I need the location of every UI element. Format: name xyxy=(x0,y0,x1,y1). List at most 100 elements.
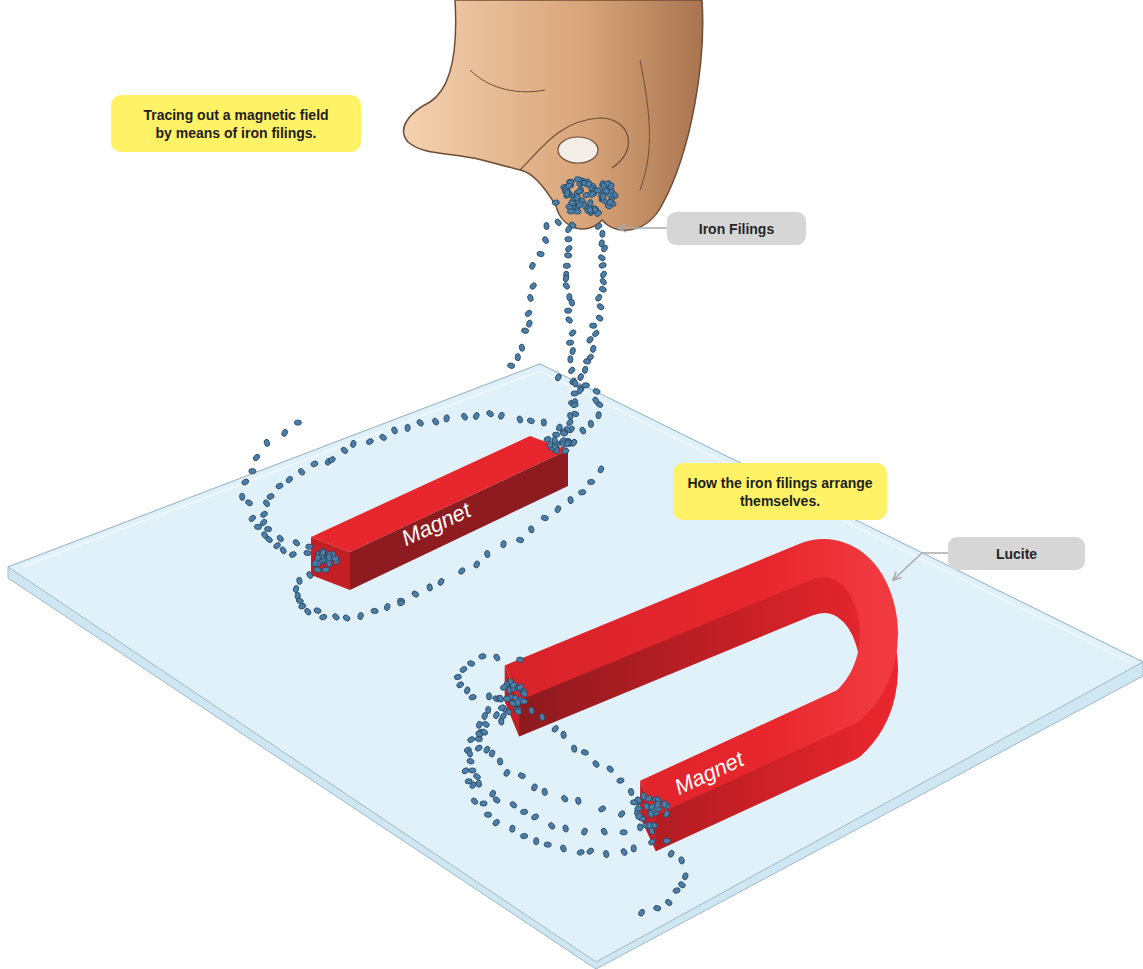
iron-filing xyxy=(517,772,526,780)
iron-filing xyxy=(562,281,571,290)
iron-filing xyxy=(397,599,406,607)
iron-filing xyxy=(568,298,575,306)
iron-filing xyxy=(552,199,560,205)
iron-filing xyxy=(484,550,490,558)
iron-filing xyxy=(562,274,569,282)
iron-filing xyxy=(383,603,390,612)
iron-filing xyxy=(443,414,449,422)
node-text: Iron Filings xyxy=(699,221,774,237)
iron-filing xyxy=(584,180,593,189)
iron-filing xyxy=(464,686,471,694)
iron-filing xyxy=(575,797,582,805)
iron-filing xyxy=(541,419,547,427)
iron-filing xyxy=(565,182,573,189)
iron-filing xyxy=(285,475,294,484)
iron-filing xyxy=(296,577,302,585)
iron-filing xyxy=(497,758,503,766)
iron-filing xyxy=(405,424,411,431)
iron-filing xyxy=(514,698,521,706)
iron-filing xyxy=(635,806,643,812)
iron-filing xyxy=(605,198,614,206)
iron-filing xyxy=(241,478,250,486)
iron-filing xyxy=(567,496,574,504)
iron-filing xyxy=(571,745,578,753)
iron-filing xyxy=(575,188,583,195)
iron-filing xyxy=(297,467,306,476)
iron-filing xyxy=(591,329,600,338)
iron-filing xyxy=(595,411,601,419)
iron-filing xyxy=(599,230,605,238)
iron-filing xyxy=(552,432,559,437)
iron-filing xyxy=(561,447,570,454)
iron-filing xyxy=(263,439,270,447)
iron-filing xyxy=(493,653,501,662)
iron-filing xyxy=(672,887,680,894)
iron-filing xyxy=(466,749,473,758)
callout-box: Tracing out a magnetic field by means of… xyxy=(111,95,361,152)
iron-filing xyxy=(260,510,269,518)
iron-filing xyxy=(592,760,601,769)
iron-filing xyxy=(563,439,571,448)
iron-filing xyxy=(319,548,327,557)
iron-filing xyxy=(594,222,603,230)
iron-filing xyxy=(564,244,573,253)
iron-filing xyxy=(521,327,529,334)
iron-filing xyxy=(493,711,501,720)
iron-filing xyxy=(500,540,507,548)
iron-filing xyxy=(310,460,319,468)
iron-filing xyxy=(663,838,671,844)
iron-filing xyxy=(311,559,320,568)
iron-filing xyxy=(534,838,539,845)
iron-filing xyxy=(273,541,282,549)
iron-filing xyxy=(572,379,579,387)
iron-filing xyxy=(516,683,525,692)
iron-filing xyxy=(481,720,490,728)
iron-filing xyxy=(551,436,558,444)
iron-filing xyxy=(634,796,643,805)
iron-filing xyxy=(551,724,560,733)
iron-filing xyxy=(248,514,257,523)
iron-filing xyxy=(499,683,508,691)
iron-filing xyxy=(239,493,245,501)
iron-filing xyxy=(541,236,549,245)
iron-filing xyxy=(587,479,594,485)
iron-filing xyxy=(322,566,330,573)
iron-filing xyxy=(456,681,465,689)
iron-filing xyxy=(569,347,576,355)
iron-filing xyxy=(541,515,549,522)
iron-filing xyxy=(578,489,586,495)
iron-filing xyxy=(581,749,590,756)
iron-filing xyxy=(516,657,524,663)
iron-filing xyxy=(461,767,470,775)
iron-filing xyxy=(568,356,573,363)
iron-filing xyxy=(654,800,661,808)
iron-filing xyxy=(564,252,572,258)
iron-filing xyxy=(597,465,605,474)
iron-filing xyxy=(478,653,486,659)
iron-filing xyxy=(437,578,445,587)
iron-filing xyxy=(454,674,462,680)
horseshoe-magnet xyxy=(505,558,879,851)
iron-filing xyxy=(598,285,607,293)
iron-filing xyxy=(529,261,537,270)
iron-filing xyxy=(527,417,536,425)
iron-filing xyxy=(276,534,285,543)
iron-filing xyxy=(498,718,504,726)
horseshoe-top xyxy=(512,558,879,798)
iron-filing xyxy=(648,827,655,836)
iron-filing xyxy=(470,797,479,806)
iron-filing xyxy=(416,419,425,428)
finger-line xyxy=(640,60,649,190)
iron-filing xyxy=(554,373,562,382)
bar-magnet-side xyxy=(350,450,568,590)
iron-filing xyxy=(466,758,474,765)
iron-filing xyxy=(264,526,272,532)
iron-filing xyxy=(459,665,468,673)
iron-filing xyxy=(304,607,313,616)
iron-filing xyxy=(537,251,545,257)
iron-filing xyxy=(595,293,603,302)
iron-filing xyxy=(682,872,689,881)
iron-filing xyxy=(581,827,589,836)
iron-filing xyxy=(596,303,605,312)
iron-filing xyxy=(592,388,601,396)
